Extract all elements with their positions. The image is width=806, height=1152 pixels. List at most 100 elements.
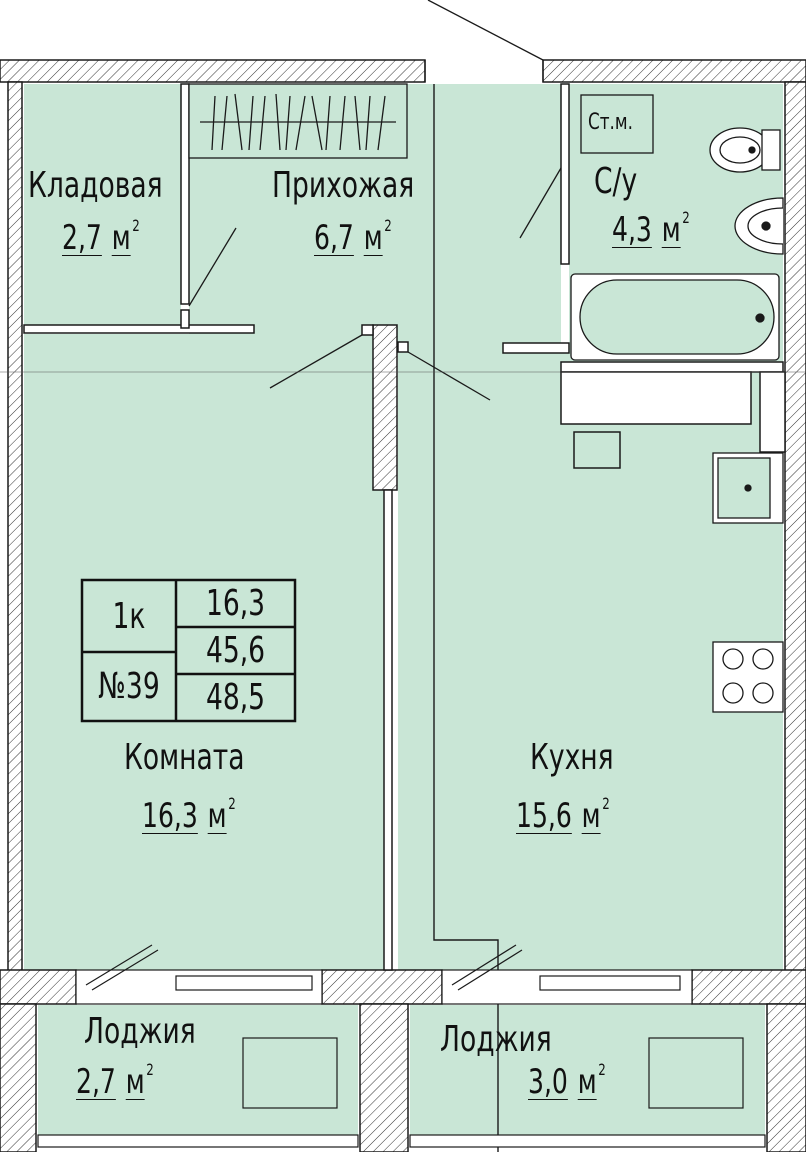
total-area: 45,6: [205, 630, 266, 671]
loggia-right-name: Лоджия: [440, 1019, 552, 1060]
room-area-unit: м: [207, 796, 227, 836]
room-door-swing: [269, 334, 363, 389]
bathroom-name: С/у: [594, 161, 638, 202]
room-area-power: 2: [228, 794, 236, 813]
living-area: 16,3: [205, 583, 266, 624]
hall-name: Прихожая: [272, 165, 415, 206]
kitchen-door-swing: [407, 351, 491, 401]
top-wall-right: [542, 59, 806, 83]
wardrobe-hangers: [211, 93, 386, 151]
loggia-left-name: Лоджия: [84, 1011, 196, 1052]
storage-hall-partition: [180, 83, 190, 305]
room-kitchen-partition: [383, 489, 393, 971]
storage-area-unit: м: [111, 218, 131, 258]
storage-area-value: 2,7: [62, 218, 102, 258]
storage-name: Кладовая: [28, 165, 163, 206]
riser-label: Ст.м.: [588, 110, 633, 135]
loggia-left-area-value: 2,7: [76, 1062, 116, 1102]
storage-fill: [24, 84, 181, 326]
apartment-number: №39: [98, 666, 160, 707]
duct-line-main: [433, 84, 499, 1152]
hall-area-unit: м: [363, 218, 383, 258]
loggia-table-right: [648, 1037, 744, 1109]
kitchen-area-unit: м: [581, 796, 601, 836]
loggia-glazing-left: [37, 1134, 359, 1148]
kitchen-sink-icon: [712, 452, 784, 524]
hall-area-value: 6,7: [314, 218, 354, 258]
total-area-with-loggia: 48,5: [205, 677, 266, 718]
room-partition-post: [180, 309, 190, 329]
bathroom-bottom-wall: [502, 342, 570, 354]
balcony-window-left: [175, 975, 313, 991]
kitchen-area-value: 15,6: [516, 796, 572, 836]
loggia-right-area-power: 2: [598, 1060, 606, 1079]
balcony-door-left-2: [91, 949, 159, 991]
bathroom-area-value: 4,3: [612, 210, 652, 250]
kitchen-box: [560, 371, 752, 425]
balcony-door-right: [451, 944, 517, 986]
wardrobe: [188, 83, 408, 159]
summary-table-grid: [80, 578, 297, 723]
room-area-value: 16,3: [142, 796, 198, 836]
kitchen-fixtures: [712, 452, 784, 713]
wardrobe-box: [188, 83, 408, 159]
entry-door-swing: [427, 0, 544, 61]
bathroom-left-wall: [560, 83, 570, 265]
loggia-wall-mid-a: [321, 969, 443, 1005]
riser-box: [580, 94, 654, 154]
duct-lines: [0, 84, 806, 1152]
balcony-window-right: [539, 975, 681, 991]
kitchen-low-box: [573, 431, 621, 469]
loggia-left-area-power: 2: [146, 1060, 154, 1079]
hall-area-power: 2: [384, 216, 392, 235]
right-wall: [784, 81, 806, 973]
bathroom-area-power: 2: [682, 208, 690, 227]
loggia-left-fill: [38, 1005, 358, 1135]
loggia-glazing-right: [409, 1134, 766, 1148]
loggia-right-area-value: 3,0: [528, 1062, 568, 1102]
loggia-wall-right: [691, 969, 806, 1005]
top-wall-left: [0, 59, 426, 83]
doors: [188, 0, 562, 401]
kitchen-name: Кухня: [530, 737, 614, 778]
bathroom-area-unit: м: [661, 210, 681, 250]
partition-wall: [372, 324, 398, 491]
room-fills: [24, 84, 783, 1135]
apartment-type: 1к: [112, 595, 146, 637]
loggia-openings: [37, 944, 766, 1148]
loggia-right-area-unit: м: [577, 1062, 597, 1102]
bathtub-icon: [570, 273, 780, 361]
kitchen-box-right: [759, 371, 786, 453]
loggia-side-left: [0, 1003, 37, 1152]
loggia-table-left: [242, 1037, 338, 1109]
bathroom-fixtures: [570, 94, 784, 361]
loggia-side-mid: [359, 1003, 409, 1152]
hall-door-post: [397, 341, 409, 353]
balcony-door-right-2: [457, 949, 523, 991]
room-door-post: [361, 324, 374, 336]
inner-partitions: [23, 83, 786, 971]
balcony-door-left: [85, 944, 153, 986]
toilet-icon: [709, 127, 781, 173]
loggia-right-fill: [410, 1005, 765, 1135]
stove-icon: [712, 641, 784, 713]
bath-door-swing: [519, 167, 562, 239]
storage-door-swing: [188, 227, 237, 307]
room-name: Комната: [124, 737, 245, 778]
kitchen-area-power: 2: [602, 794, 610, 813]
loggia-left-area-unit: м: [125, 1062, 145, 1102]
left-wall: [7, 81, 23, 973]
bathroom-floor-wall: [560, 361, 784, 373]
storage-room-partition: [23, 324, 255, 334]
loggia-wall-left: [0, 969, 77, 1005]
storage-area-power: 2: [132, 216, 140, 235]
sink-icon: [734, 197, 784, 255]
